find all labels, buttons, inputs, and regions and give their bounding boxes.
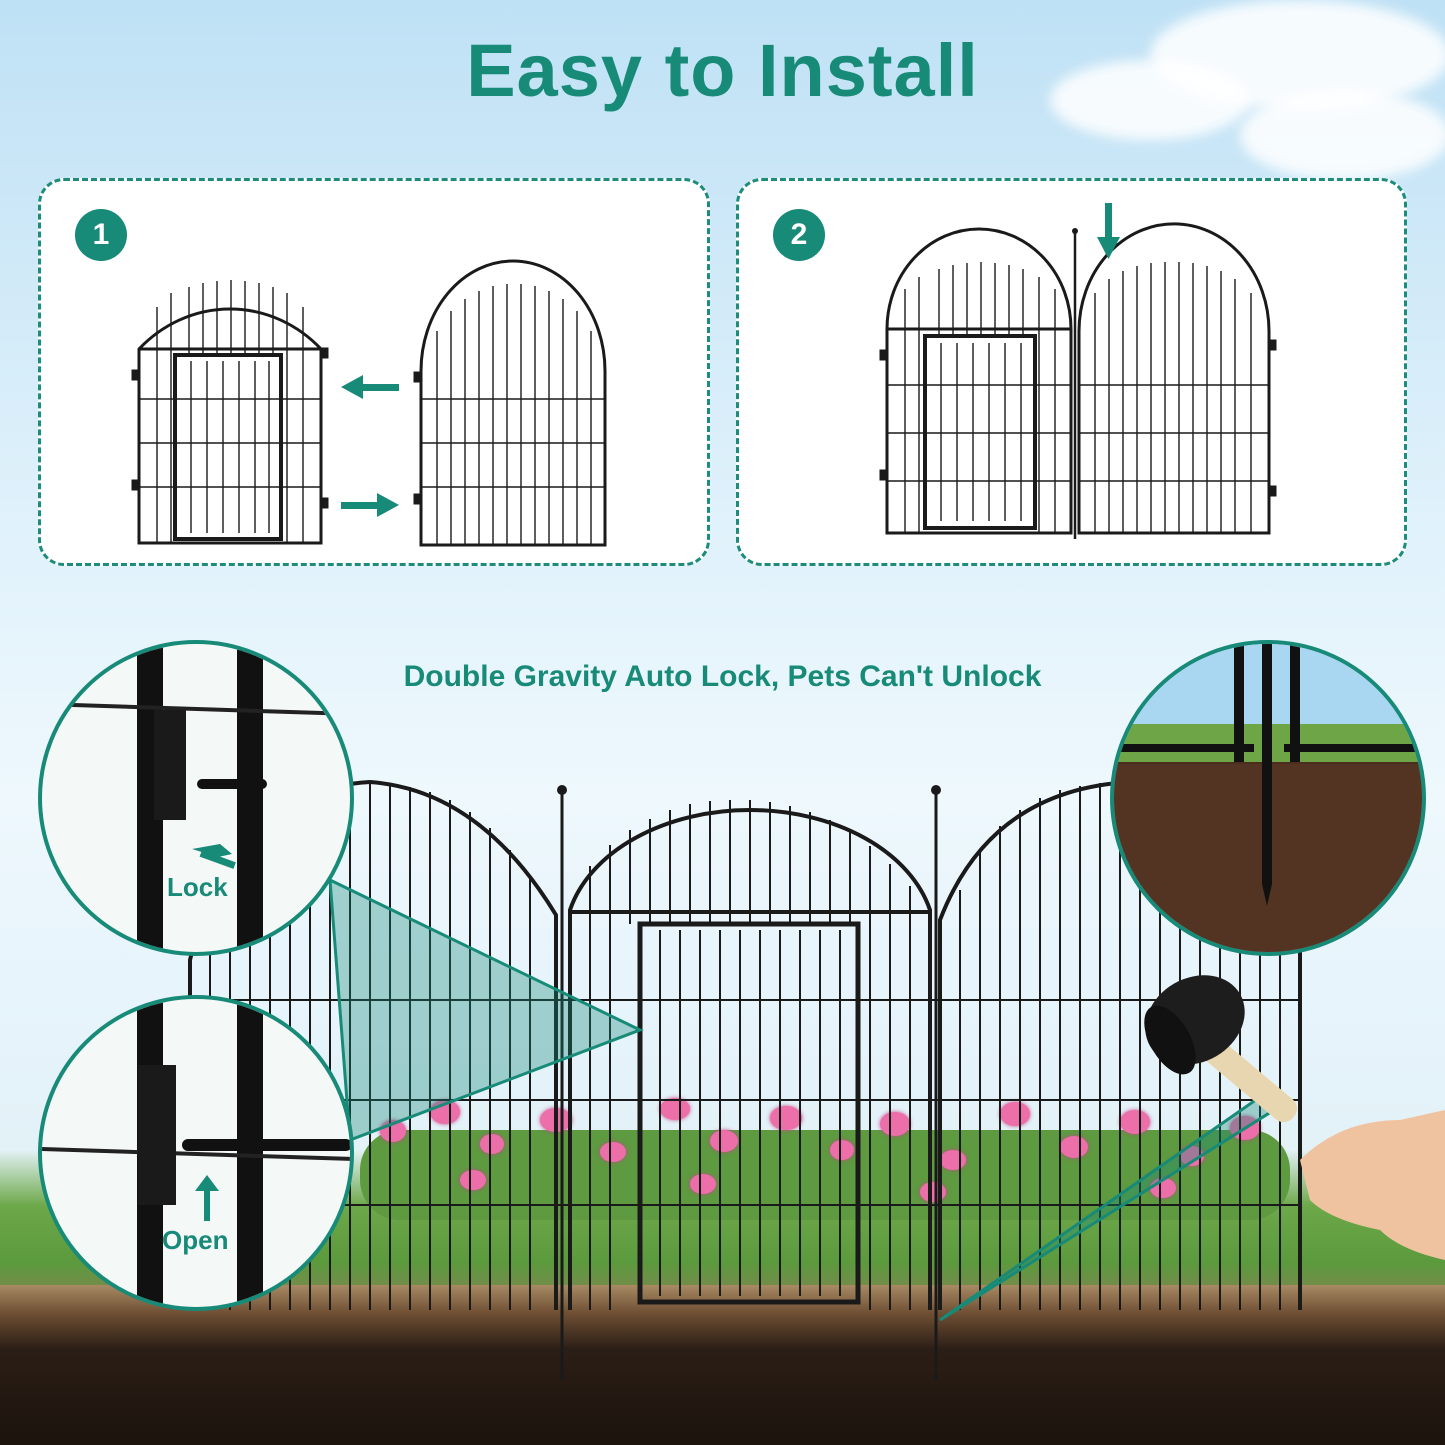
page-title: Easy to Install (466, 29, 979, 112)
step-2-panel: 2 (736, 178, 1407, 566)
mallet-icon (1144, 975, 1298, 1123)
open-detail-circle: Open (38, 995, 354, 1311)
lock-arrow-icon (192, 844, 232, 857)
up-arrow-icon (195, 1175, 219, 1221)
hand-icon (1300, 1110, 1445, 1260)
feature-subtitle: Double Gravity Auto Lock, Pets Can't Unl… (403, 660, 1042, 693)
open-label: Open (162, 1225, 229, 1255)
lock-label: Lock (167, 872, 228, 902)
cloud (1240, 90, 1445, 180)
arrow-down-icon (1097, 203, 1120, 259)
step-2-illustration (879, 203, 1277, 539)
lock-detail-circle: Lock (38, 640, 354, 956)
step-1-panel: 1 (38, 178, 710, 566)
cloud (1050, 60, 1250, 140)
stake-detail-circle (1110, 640, 1426, 956)
step-1-illustration (131, 259, 607, 547)
soil (0, 1285, 1445, 1445)
step-1-badge: 1 (75, 209, 127, 261)
arrow-left-icon (341, 375, 399, 399)
step-2-badge: 2 (773, 209, 825, 261)
arrow-right-icon (341, 493, 399, 517)
